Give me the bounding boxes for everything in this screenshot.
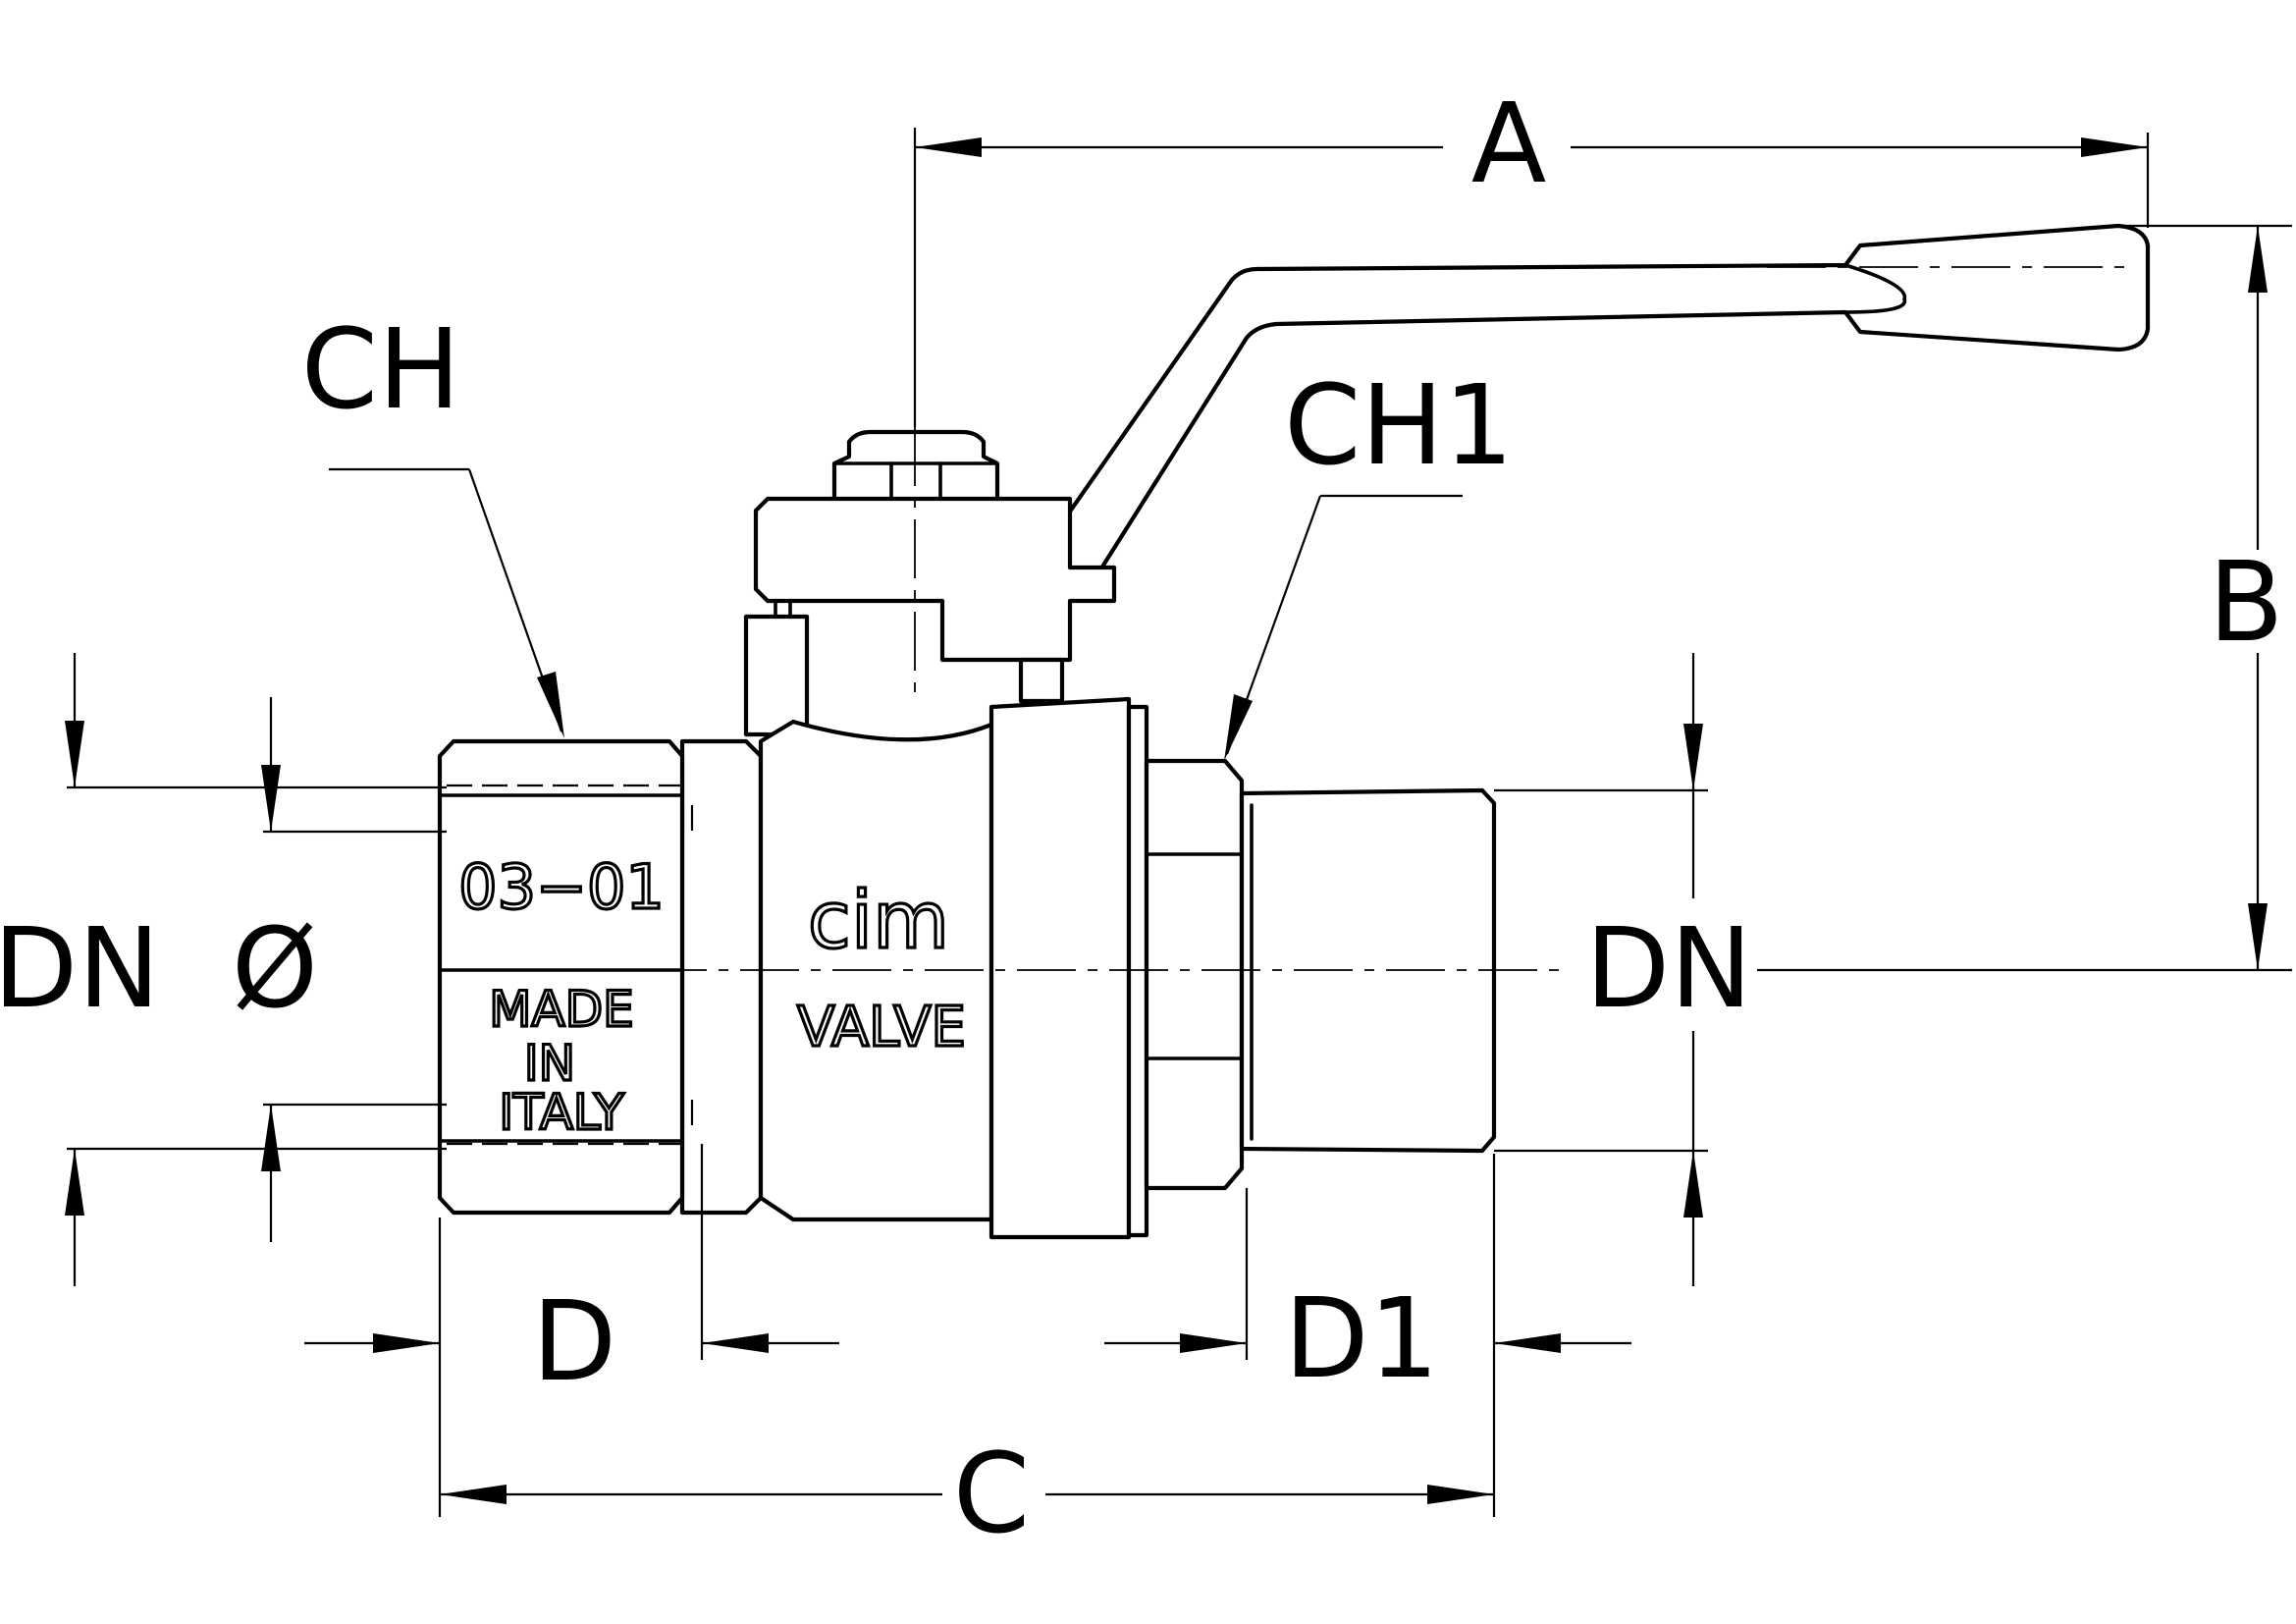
marking-valve: VALVE xyxy=(797,996,966,1059)
marking-in: IN xyxy=(524,1035,575,1092)
marking-brand: cim xyxy=(808,875,949,966)
dimension-dn-left xyxy=(65,653,447,1286)
dimension-d1-label: D1 xyxy=(1284,1275,1439,1403)
dimension-c xyxy=(438,1154,1496,1517)
label-ch: CH xyxy=(301,306,460,434)
dimension-d1 xyxy=(1104,1188,1631,1360)
dimension-a xyxy=(913,128,2150,427)
dimension-dn-right xyxy=(1494,653,1708,1286)
marking-made: MADE xyxy=(489,981,633,1038)
marking-italy: ITALY xyxy=(499,1084,624,1141)
lever-base-plate xyxy=(743,496,1117,737)
stem-nut xyxy=(831,429,1000,506)
lever-handle xyxy=(1028,223,2151,574)
dimension-a-label: A xyxy=(1471,81,1547,208)
dimension-c-label: C xyxy=(953,1431,1030,1558)
dimension-phi-label: Ø xyxy=(232,905,318,1033)
valve-body xyxy=(437,696,1497,1240)
leader-ch1 xyxy=(1224,494,1463,761)
marking-code: 03−01 xyxy=(458,851,665,923)
label-ch1: CH1 xyxy=(1284,362,1514,490)
dimension-phi xyxy=(261,697,447,1242)
dimension-d-label: D xyxy=(532,1278,616,1406)
dimension-d xyxy=(304,1144,839,1360)
dimension-dn-right-label: DN xyxy=(1585,905,1752,1033)
dimension-b xyxy=(1757,224,2292,972)
leader-ch xyxy=(329,467,564,738)
dimension-dn-left-label: DN xyxy=(0,905,160,1033)
dimension-b-label: B xyxy=(2209,539,2284,667)
